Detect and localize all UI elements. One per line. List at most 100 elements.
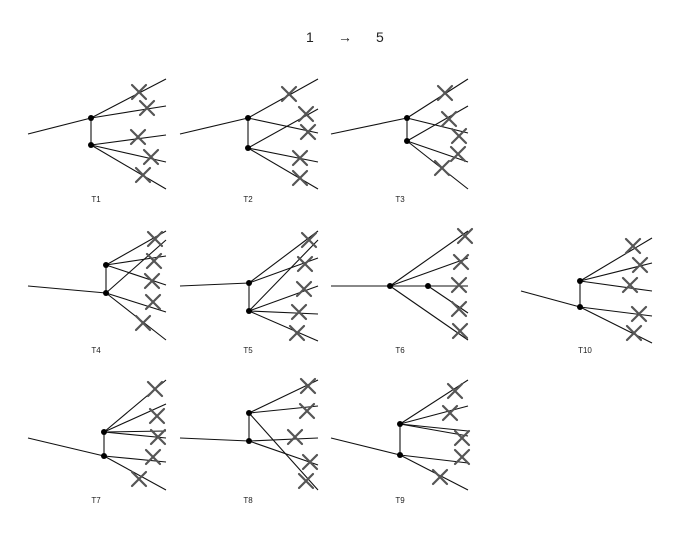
propagator-line [579,306,653,344]
propagator-line [248,285,319,312]
diagram-2: T2 [179,78,319,204]
propagator-line [406,117,469,134]
diagram-5: T5 [179,230,319,355]
propagator-line [248,412,319,491]
propagator-line [579,280,653,292]
cross-marker [149,428,167,446]
cross-marker [286,428,304,446]
propagator-line [248,239,319,312]
cross-marker [130,470,148,488]
propagator-line [27,437,105,457]
vertex-dot [425,283,431,289]
propagator-line [105,239,167,294]
propagator-line [105,292,167,313]
vertex-dot [101,429,107,435]
propagator-line [520,290,581,308]
diagram-8: T7 [27,379,167,505]
propagator-line [27,285,107,294]
diagram-label: T6 [395,346,405,355]
cross-marker [440,110,458,128]
cross-marker [450,127,468,145]
propagator-line [27,117,92,135]
cross-marker [433,159,451,177]
vertex-dot [246,410,252,416]
vertex-dot [404,138,410,144]
propagator-line [179,437,250,442]
vertex-dot [245,115,251,121]
cross-marker [456,227,474,245]
propagator-line [399,423,469,432]
vertex-dot [101,453,107,459]
cross-marker [441,404,459,422]
cross-marker [288,324,306,342]
cross-marker [453,448,471,466]
propagator-line [248,230,319,284]
diagram-label: T4 [91,346,101,355]
propagator-line [103,403,167,433]
cross-marker [291,169,309,187]
diagram-label: T1 [91,195,101,204]
cross-marker [134,166,152,184]
vertex-dot [103,262,109,268]
cross-marker [436,84,454,102]
propagator-line [406,78,469,119]
cross-marker [301,453,319,471]
cross-marker [143,272,161,290]
vertex-dot [88,115,94,121]
cross-marker [130,83,148,101]
diagram-10: T9 [330,379,471,505]
cross-marker [129,128,147,146]
cross-marker [144,448,162,466]
propagator-line [330,117,408,135]
cross-marker [446,382,464,400]
cross-marker [142,148,160,166]
cross-marker [299,123,317,141]
diagram-7: T10 [520,237,653,355]
cross-marker [624,237,642,255]
propagator-line [330,437,401,456]
propagator-line [103,455,167,491]
cross-marker [431,468,449,486]
propagator-line [247,147,319,190]
propagator-line [103,430,167,433]
vertex-dot [245,145,251,151]
final-state-count: 5 [376,29,384,45]
propagator-line [579,237,653,282]
propagator-line [90,78,167,119]
propagator-line [248,440,319,466]
cross-marker [630,305,648,323]
cross-marker [148,407,166,425]
diagram-label: T10 [578,346,592,355]
diagram-3: T3 [330,78,469,204]
propagator-line [90,105,167,119]
propagator-line [427,285,469,314]
cross-marker [452,253,470,271]
vertex-dot [397,421,403,427]
diagram-9: T8 [179,377,319,505]
propagator-line [406,140,469,163]
cross-marker [298,402,316,420]
propagator-line [90,144,167,190]
cross-marker [138,99,156,117]
diagram-label: T9 [395,496,405,505]
cross-marker [295,280,313,298]
cross-marker [297,105,315,123]
propagator-line [389,285,469,341]
vertex-dot [103,290,109,296]
cross-marker [296,255,314,273]
cross-marker [297,472,315,490]
cross-marker [451,322,469,340]
propagator-line [90,134,167,146]
cross-marker [300,231,318,249]
vertex-dot [404,115,410,121]
cross-marker [631,256,649,274]
propagator-line [105,264,167,286]
propagator-line [248,405,319,414]
process-header: 1 → 5 [0,29,685,49]
propagator-line [248,437,319,442]
cross-marker [299,377,317,395]
diagram-4: T4 [27,230,167,355]
cross-marker [146,380,164,398]
propagator-line [179,117,249,135]
